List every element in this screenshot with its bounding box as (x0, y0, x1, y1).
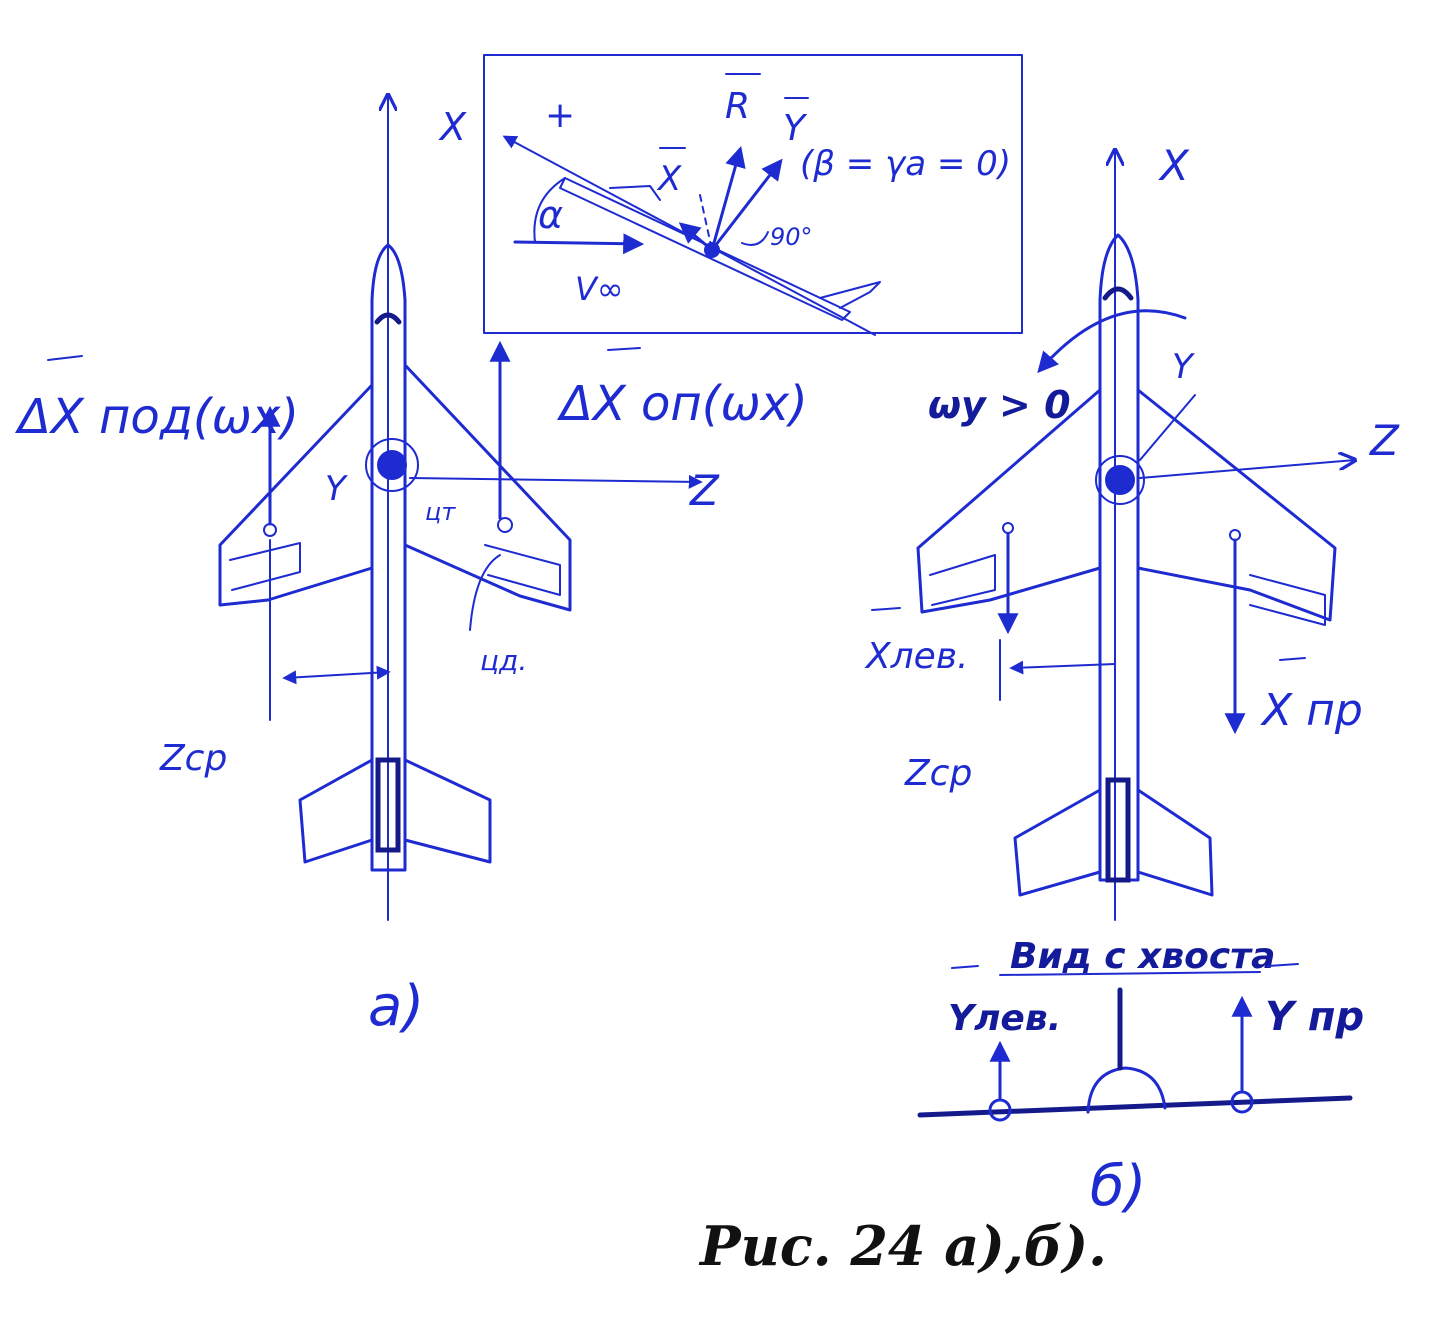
fig-a-z-axis (409, 474, 703, 489)
fig-a-label: a) (368, 974, 424, 1039)
fig-a-zcp-dimension (282, 665, 391, 685)
tail-view-left-cp (988, 1098, 1012, 1122)
fig-b-cockpit (1102, 286, 1134, 301)
fig-a-cg-label: цт (425, 498, 456, 526)
alpha-label: α (538, 193, 563, 237)
inset-angle-of-attack-diagram: X + α V∞ X R Y (β = γa = 0) 90° (438, 54, 1023, 336)
bar-y-left (951, 965, 979, 969)
fig-a-left-aileron (229, 542, 301, 591)
force-r-label: R (725, 86, 750, 127)
right-angle-arc (741, 231, 769, 246)
fig-b-tail-view: Вид с хвоста Yлев. Y пр (917, 936, 1364, 1122)
inset-tail (819, 281, 881, 309)
fig-b-z-label: Z (1369, 416, 1400, 465)
fig-a-delta-x-right-label: ΔX оп(ωx) (556, 376, 808, 432)
figure-caption: Рис. 24 а),б). (698, 1214, 1107, 1278)
fig-b-z-axis (1139, 460, 1355, 479)
fig-b-left-stabilizer (1013, 788, 1102, 897)
condition-label: (β = γa = 0) (800, 144, 1011, 184)
force-x-label: X (656, 159, 682, 199)
fig-a-cp-leader (469, 554, 501, 631)
fig-b-x-label: X (1158, 141, 1190, 190)
force-r-arrow (710, 145, 746, 252)
fig-b-left-cp (1002, 522, 1014, 534)
alpha-arc (533, 177, 566, 243)
fig-a-z-label: Z (689, 466, 720, 515)
fig-b-zcp-label: Zср (904, 753, 972, 794)
fig-b-zcp-dimension (1009, 660, 1116, 675)
fig-b-nozzle (1105, 777, 1131, 883)
fig-a-fuselage (370, 243, 407, 872)
force-y-label: Y (783, 108, 808, 149)
fig-a-delta-x-left-label: ΔX под(ωx) (14, 389, 299, 445)
fig-a-bar-right (607, 347, 641, 351)
fig-a-cp-label: цд. (480, 644, 527, 677)
fig-b-cg-ring (1095, 455, 1145, 505)
fig-a-cg-ring (365, 438, 419, 492)
tail-view-right-cp (1230, 1090, 1254, 1114)
fig-a-right-stabilizer (403, 758, 492, 864)
tail-view-underline (999, 971, 1261, 976)
fig-b-bar-x-left (871, 607, 901, 611)
fig-b-x-right-label: X пр (1260, 685, 1363, 736)
fig-a-cg (377, 450, 407, 480)
angle-90-label: 90° (770, 223, 813, 251)
bar-y-right (1267, 963, 1299, 967)
fig-b-omega-label: ωy > 0 (928, 383, 1071, 427)
fig-b-left-aileron (929, 554, 996, 606)
tail-view-y-right-label: Y пр (1265, 994, 1364, 1040)
fig-a-y-label: Y (325, 469, 348, 509)
fig-a-right-cp (497, 517, 513, 533)
figure-b-yaw: X Z Y ωy > 0 Xлев. X пр Zср Вид с хвоста… (864, 141, 1400, 1219)
tail-view-y-left-label: Yлев. (948, 998, 1061, 1039)
inset-x-axis-label: X (438, 105, 467, 149)
inset-canopy (609, 185, 661, 201)
fig-a-nozzle (375, 757, 401, 853)
force-y-arrow (710, 158, 783, 252)
fig-b-y-axis (1139, 394, 1196, 461)
fig-b-bar-x-right (1279, 657, 1306, 661)
inset-frame (483, 54, 1023, 334)
figure-a-roll: ΔX под(ωx) ΔX оп(ωx) Z Y цт цд. Zср a) (14, 95, 808, 1039)
fig-a-cockpit (374, 312, 402, 325)
fig-b-x-left-label: Xлев. (864, 636, 968, 677)
v-inf-arrow (513, 233, 645, 255)
fig-a-right-wing (403, 363, 572, 612)
fig-b-right-stabilizer (1136, 788, 1214, 897)
tail-view-fuselage (1086, 1066, 1167, 1114)
fig-a-bar-left (47, 355, 83, 361)
inset-x-plus-label: + (545, 95, 575, 136)
fig-b-right-aileron (1249, 574, 1326, 626)
v-inf-label: V∞ (575, 270, 624, 308)
inset-aircraft-side (559, 177, 851, 321)
fig-b-label: б) (1090, 1154, 1146, 1219)
tail-view-title: Вид с хвоста (1010, 936, 1275, 977)
fig-a-left-stabilizer (298, 758, 374, 864)
fig-b-omega-arc (1037, 309, 1187, 374)
fig-a-zcp-label: Zср (159, 738, 227, 779)
fig-b-y-label: Y (1172, 347, 1195, 387)
fig-b-cg (1105, 465, 1135, 495)
force-dashed (699, 194, 713, 251)
fig-b-right-wing (1136, 388, 1337, 622)
fig-a-right-aileron (484, 544, 561, 596)
fig-a-left-cp (263, 523, 277, 537)
fig-b-left-wing (916, 388, 1102, 614)
force-x-arrow (678, 222, 714, 252)
tail-view-wing (917, 1095, 1353, 1118)
